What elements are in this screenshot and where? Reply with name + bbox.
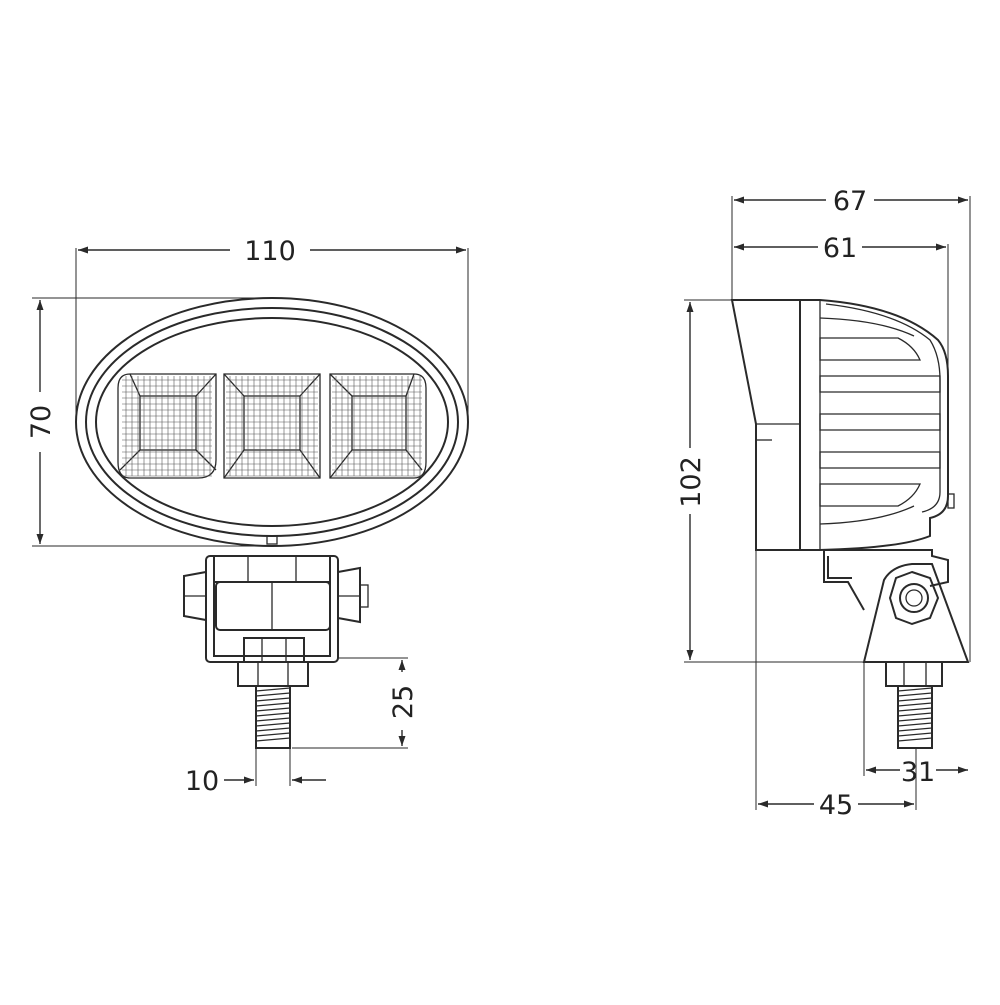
side-bottom-nut: [885, 661, 943, 687]
side-threaded-stud: [897, 685, 933, 749]
front-view: [75, 297, 469, 749]
dim-overall-height-102: 102: [676, 456, 707, 508]
side-bracket: [823, 549, 970, 663]
lens-grid-pattern: [122, 376, 422, 477]
front-dimensions: 110 70 25 10: [26, 236, 469, 797]
side-view: [730, 299, 970, 749]
dim-thread-length-25: 25: [388, 685, 419, 719]
lens-outline: [95, 317, 449, 527]
housing-drain-notch: [266, 535, 278, 545]
side-dimensions: 67 61 102 31 45: [676, 186, 971, 821]
led-cell-right: [329, 373, 427, 479]
dim-overall-depth-67: 67: [833, 186, 867, 217]
dim-height-70: 70: [26, 405, 57, 439]
dim-thread-diameter-10: 10: [185, 766, 219, 797]
dim-body-depth-61: 61: [823, 233, 857, 264]
dim-width-110: 110: [244, 236, 296, 267]
threaded-stud: [255, 685, 291, 749]
led-cell-left: [117, 373, 217, 479]
dim-stud-offset-45: 45: [819, 790, 853, 821]
mounting-bracket: [183, 555, 369, 663]
bottom-nut: [237, 637, 309, 687]
dim-base-width-31: 31: [901, 757, 935, 788]
heatsink-fins: [819, 317, 941, 525]
